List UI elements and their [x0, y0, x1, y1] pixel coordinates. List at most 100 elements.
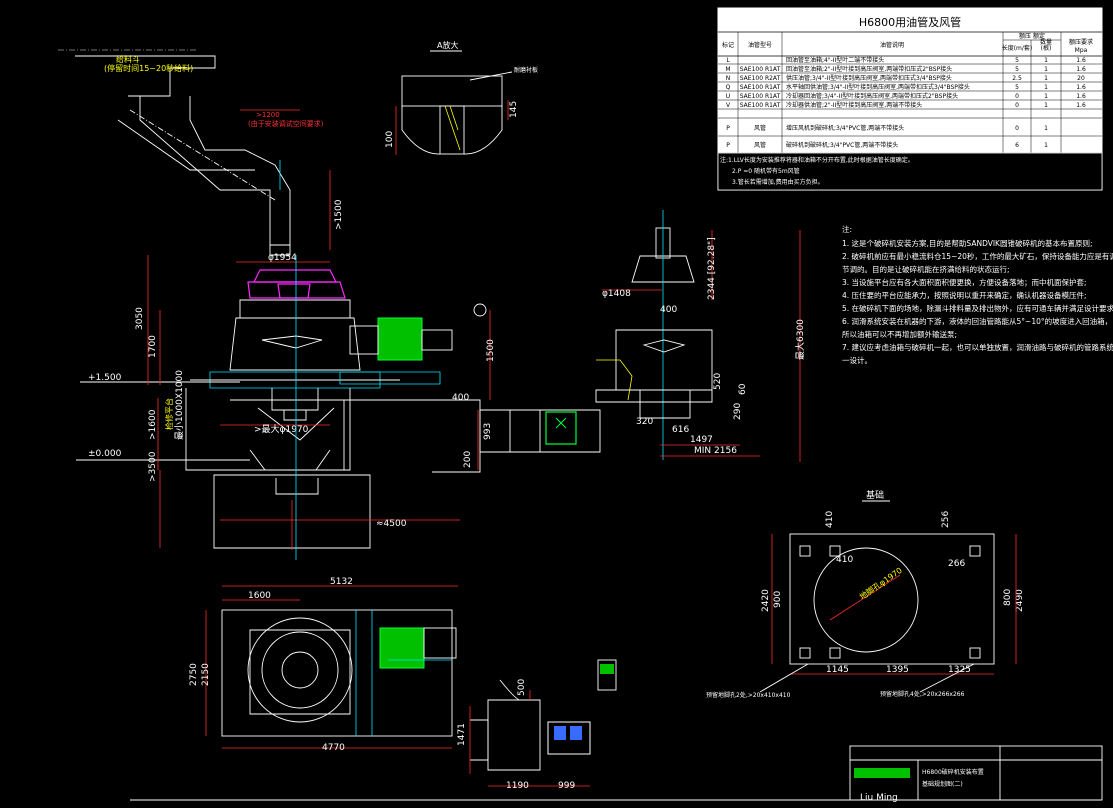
dim-100: 100 [385, 131, 395, 148]
dim-2750: 2750 [189, 663, 199, 686]
table-cell: 1 [1044, 57, 1048, 64]
table-cell: Q [726, 84, 731, 91]
plan-view: 5132 1600 2750 2150 4770 500 1471 1190 9… [189, 577, 617, 791]
top-dims: >1200 (由于安装调试空间要求) >1500 φ1954 [236, 109, 344, 263]
level-1500: +1.500 [88, 373, 122, 383]
table-cell: 1 [1044, 66, 1048, 73]
dim-1325: 1325 [948, 665, 971, 675]
author-name: Liu Ming [860, 793, 898, 803]
table-cell: 增压风机到破碎机;3/4"PVC管,两端不带接头 [786, 124, 904, 132]
dim-993: 993 [483, 423, 493, 440]
dim-2344: 2344 [92.28"] [707, 237, 717, 300]
note-line: 7. 建议应考虑油箱与破碎机一起，也可以单独放置，润滑油路与破碎机的管路系统应统 [842, 342, 1113, 352]
feed-note: (停留时间15~20秒给料) [104, 63, 193, 73]
note-line: 3. 当设施平台应有各大面积面积便更换，方便设备落地；而中机面保护套; [842, 277, 1087, 287]
dim-410: 410 [825, 511, 835, 528]
table-cell: 风管 [754, 124, 766, 132]
table-cell: 1.6 [1076, 84, 1086, 91]
level-000: ±0.000 [88, 449, 122, 459]
dim-2490: 2490 [1015, 589, 1025, 612]
table-cell: 冷却器供油管;2"-II型叶接到高压阀室,两端不带接头 [786, 101, 922, 109]
dim-3050: 3050 [135, 307, 145, 330]
dim-1200: >1200 [256, 111, 280, 119]
table-cell: 1.6 [1076, 102, 1086, 109]
dim-2156: MIN 2156 [694, 446, 737, 456]
liner-plate-label: 耐磨衬板 [514, 66, 538, 74]
table-cell: N [726, 75, 731, 82]
notes-block: 注: 1. 这是个破碎机安装方案,目的是帮助SANDVIK圆锥破碎机的基本布置原… [842, 224, 1113, 365]
title-block-name: H6800破碎机安装布置 [922, 768, 984, 776]
table-header-qty: (根) [1041, 44, 1052, 52]
feed-label: 给料斗 [116, 54, 140, 64]
table-cell: 1.6 [1076, 57, 1086, 64]
table-title: H6800用油管及风管 [859, 15, 961, 29]
table-cell: 水平轴回供油管;3/4"-II型叶接到高压阀室,两端带扣压式3/4"BSP接头 [786, 83, 970, 91]
dim-999: 999 [558, 781, 575, 791]
main-elevation: 1500 200 993 +1.500 ±0.000 3050 1700 >16… [76, 255, 601, 560]
table-cell: P [726, 142, 730, 149]
anchor-hole-dim: 地脚孔φ1970 [857, 565, 903, 602]
table-cell: 1.6 [1076, 93, 1086, 100]
dim-1408: φ1408 [602, 289, 631, 299]
dim-3500: >3500 [148, 451, 158, 482]
note-line: 1. 这是个破碎机安装方案,目的是帮助SANDVIK圆锥破碎机的基本布置原则; [842, 238, 1093, 248]
table-cell: U [726, 93, 730, 100]
foundation-plan: 基础 地脚孔φ1970 410 256 410 266 2420 900 800… [706, 489, 1025, 699]
table-header-desc: 油管说明 [880, 41, 904, 49]
dim-1500: >1500 [334, 199, 344, 230]
notes-heading: 注: [842, 224, 852, 234]
dim-1700: 1700 [148, 335, 158, 358]
dim-290: 290 [733, 403, 743, 420]
table-cell: 供压油管;3/4"-II型叶接到高压阀室,两端带扣压式3/4"BSP接头 [786, 74, 952, 82]
table-cell: SAE100 R1AT [740, 84, 781, 91]
table-cell: 风管 [754, 141, 766, 149]
dim-60: 60 [738, 383, 748, 395]
table-cell: 1 [1044, 142, 1048, 149]
table-header-rated: 额压 额定 [1019, 32, 1045, 40]
dim-256: 256 [941, 511, 951, 528]
anchor-note-2: 预留地脚孔4处,>20x266x266 [880, 690, 965, 698]
table-header-mark: 标记 [722, 41, 734, 49]
table-cell: SAE100 R1AT [740, 93, 781, 100]
note-line: 一设计。 [842, 355, 872, 365]
dim-1954: φ1954 [268, 253, 297, 263]
table-cell: 破碎机到破碎机;3/4"PVC管,两端不带接头 [786, 141, 898, 149]
anchor-note-1: 预留地脚孔2处,>20x410x410 [706, 691, 791, 699]
table-cell: 1 [1044, 75, 1048, 82]
note-line: 所以油箱可以不再增加额外输送泵; [842, 329, 957, 339]
dim-2420: 2420 [761, 589, 771, 612]
dim-1600b: 1600 [248, 591, 271, 601]
note-line: 节调的。目的是让破碎机能在挤满给料的状态运行; [842, 264, 1010, 274]
table-cell: 1 [1044, 84, 1048, 91]
dim-1471: 1471 [457, 723, 467, 746]
table-header-mpa: Mpa [1075, 47, 1088, 54]
dim-520: 520 [713, 373, 723, 390]
section-a-detail: A放大 耐磨衬板 100 145 [385, 40, 538, 155]
table-cell: 2.5 [1012, 75, 1022, 82]
table-header-length: 长度(m/套) [1002, 44, 1033, 52]
note-line: 5. 在破碎机下面的场地，除漏斗排料量及排出物外，应有可通车辆并满足设计要求; [842, 303, 1113, 313]
title-block: H6800破碎机安装布置 基础规划图(二) Liu Ming [130, 745, 1103, 803]
table-cell: P [726, 125, 730, 132]
dim-145: 145 [509, 101, 519, 118]
table-cell: 6 [1015, 142, 1019, 149]
table-cell: SAE100 R1AT [740, 66, 781, 73]
table-cell: 冷却器回油管;3/4"-II型叶接到高压阀室,两端带扣压式2"BSP接头 [786, 92, 958, 100]
table-cell: V [726, 102, 731, 109]
note-line: 4. 压住要的平台应能承力，按照说明以重开来确定，确认机器设备模压件; [842, 290, 1087, 300]
dim-266: 266 [948, 559, 965, 569]
table-cell: 5 [1015, 57, 1019, 64]
dim-616: 616 [672, 425, 689, 435]
dim-4500: ≈4500 [376, 519, 407, 529]
table-header-type: 油管型号 [748, 41, 772, 49]
footnote-2: 2.P =0 随机带有5m风管 [732, 167, 800, 175]
note-line: 2. 破碎机前应有最小稳流料仓15~20秒，工作的最大矿石，保持设备能力应是有调 [842, 251, 1113, 261]
side-elevation: 2344 [92.28"] φ1408 400 最大6300 520 60 29… [595, 210, 806, 462]
dim-400b: 400 [660, 305, 677, 315]
dim-1395: 1395 [886, 665, 909, 675]
table-cell: 0 [1015, 102, 1019, 109]
table-cell: 1 [1044, 102, 1048, 109]
footnote-1: 注:1.LLV长度为安装推荐将器和油箱不分开布置,此时根据油管长度确定。 [720, 156, 914, 164]
